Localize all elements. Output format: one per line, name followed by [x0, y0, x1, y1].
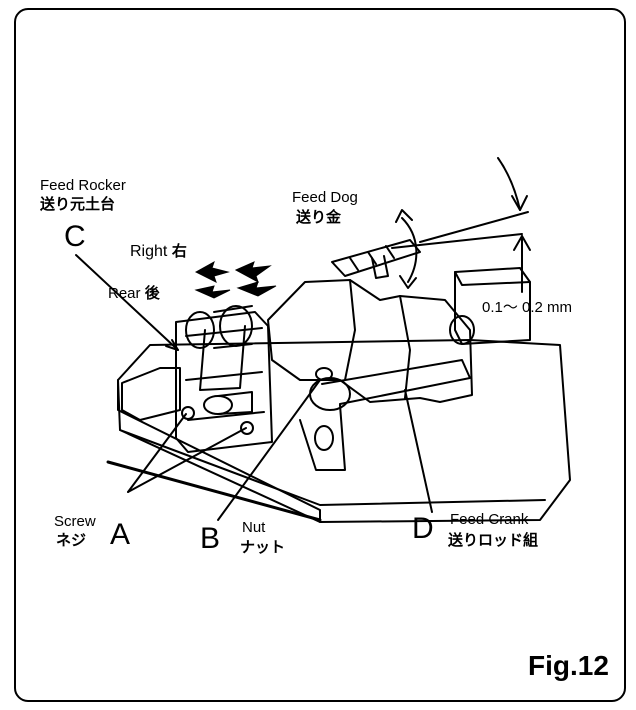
feed-crank-label: Feed Crank	[450, 511, 529, 528]
right-arrow-2	[234, 261, 272, 284]
feed-dog	[331, 239, 421, 277]
leader-a-1	[127, 413, 187, 493]
hinge-cylinder-right	[219, 305, 253, 347]
leader-b	[217, 379, 321, 521]
feed-crank-jp-label: 送りロッド組	[448, 531, 539, 549]
leader-c	[75, 254, 179, 351]
hinge-cylinder-left	[185, 311, 215, 349]
callout-a: A	[110, 518, 131, 551]
clearance-value-label: 0.1～ 0.2 mm	[482, 299, 573, 316]
rear-direction-label: Rear 後	[108, 284, 160, 302]
left-block	[121, 367, 181, 421]
screw-jp-label: ネジ	[56, 531, 87, 549]
screw-label: Screw	[54, 513, 96, 530]
nut-jp-label: ナット	[240, 538, 286, 556]
callout-b: B	[200, 522, 221, 555]
rear-arrow-2	[236, 281, 277, 297]
feed-dog-label: Feed Dog	[292, 189, 358, 206]
rear-block	[454, 267, 531, 345]
leader-d	[404, 389, 433, 513]
leader-a-2	[127, 427, 247, 493]
nut-label: Nut	[242, 519, 266, 536]
screw-a-upper	[181, 406, 195, 420]
callout-d: D	[412, 512, 434, 545]
right-direction-label: Right 右	[130, 242, 187, 260]
screw-a-lower	[240, 421, 254, 435]
rear-arrow-1	[194, 285, 231, 299]
nut-b	[315, 367, 333, 381]
feed-dog-jp-label: 送り金	[296, 208, 342, 226]
feed-dog-arc-arrow	[401, 217, 418, 283]
main-housing	[267, 279, 473, 403]
feed-rocker-label: Feed Rocker	[40, 177, 126, 194]
figure-caption: Fig.12	[528, 650, 609, 681]
callout-c: C	[64, 220, 86, 253]
right-arrow-1	[194, 260, 230, 283]
figure-frame	[14, 8, 626, 702]
feed-rocker-bracket	[175, 311, 273, 453]
feed-rocker-jp-label: 送り元土台	[40, 195, 116, 213]
clearance-arrow-top	[497, 157, 521, 211]
base-plate	[117, 339, 571, 523]
